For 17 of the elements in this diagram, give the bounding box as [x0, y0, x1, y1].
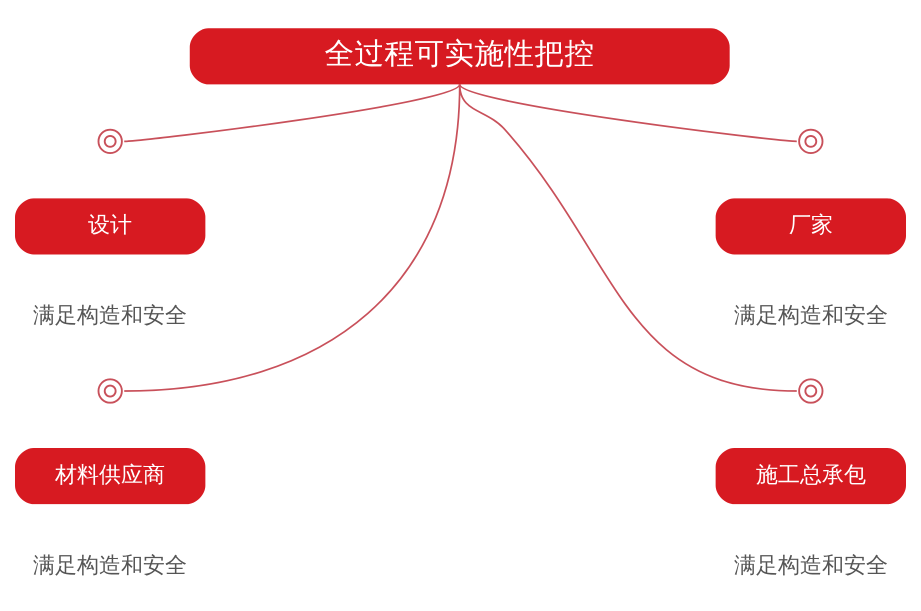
node-label: 满足构造和安全 — [734, 303, 888, 328]
connector — [124, 83, 460, 142]
connector — [458, 84, 797, 392]
node-circle — [798, 378, 824, 404]
node-box: 设计 — [15, 198, 206, 254]
node-circle — [98, 378, 123, 404]
node-label: 满足构造和安全 — [734, 552, 888, 578]
node-box: 全过程可实施性把控 — [190, 28, 730, 84]
connector — [124, 84, 461, 392]
node-box: 施工总承包 — [716, 448, 906, 504]
node-box: 厂家 — [716, 198, 906, 254]
node-label: 满足构造和安全 — [33, 552, 188, 578]
node-box: 材料供应商 — [15, 448, 206, 504]
connector — [459, 83, 797, 142]
node-circle — [798, 128, 824, 154]
node-circle — [98, 128, 123, 154]
node-label: 满足构造和安全 — [33, 303, 188, 328]
